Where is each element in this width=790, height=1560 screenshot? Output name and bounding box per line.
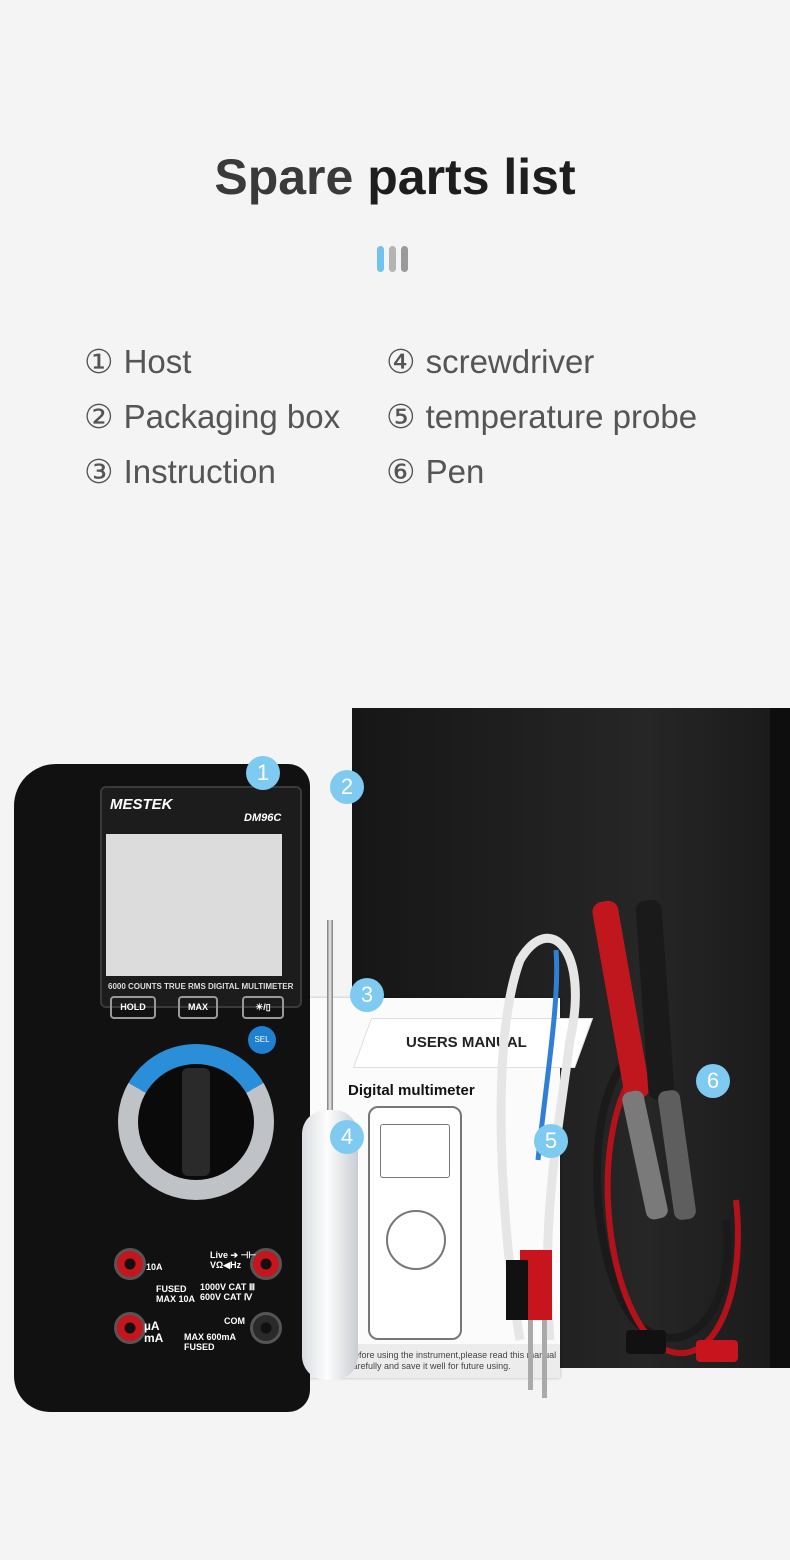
item-number: ④ — [386, 343, 416, 380]
jack-volt — [250, 1248, 282, 1280]
badge-5: 5 — [534, 1124, 568, 1158]
sel-button: SEL — [248, 1026, 276, 1054]
item-label: Pen — [425, 453, 485, 490]
badge-4: 4 — [330, 1120, 364, 1154]
item-number: ① — [84, 343, 114, 380]
title-part1: Spare — [214, 149, 354, 205]
item-number: ⑥ — [386, 453, 416, 490]
manual-meter-drawing — [368, 1106, 462, 1340]
lead-red-probe — [592, 900, 650, 1100]
item-label: screwdriver — [425, 343, 595, 380]
manual-drawing-screen — [380, 1124, 450, 1178]
spec-label: 6000 COUNTS TRUE RMS DIGITAL MULTIMETER — [108, 982, 294, 991]
item-number: ② — [84, 398, 114, 435]
item-label: Instruction — [123, 453, 276, 490]
instruction-manual: USERS MANUAL Digital multimeter Before u… — [290, 998, 594, 1378]
rotary-knob-grip — [182, 1068, 210, 1176]
decor-dot-1 — [377, 246, 384, 272]
probe-pin-1 — [528, 1320, 533, 1390]
item-number: ③ — [84, 453, 114, 490]
decor-dot-2 — [389, 246, 396, 272]
lcd-screen — [106, 834, 282, 976]
backlight-button: ☀/▯ — [242, 996, 284, 1019]
jack-com — [250, 1312, 282, 1344]
brand-logo: MESTEK — [110, 796, 173, 813]
multimeter-host: MESTEK DM96C 6000 COUNTS TRUE RMS DIGITA… — [14, 764, 310, 1412]
probe-pin-2 — [542, 1320, 547, 1398]
model-label: DM96C — [244, 812, 282, 824]
temperature-probe — [496, 933, 580, 1398]
manual-footer-text: Before using the instrument,please read … — [348, 1350, 557, 1371]
jack-10a — [114, 1248, 146, 1280]
title-part2: parts list — [367, 149, 576, 205]
lead-plug-black — [626, 1330, 666, 1354]
product-photo: USERS MANUAL Digital multimeter Before u… — [0, 680, 790, 1440]
label-fused-10a: FUSED MAX 10A — [156, 1284, 196, 1304]
hold-button: HOLD — [110, 996, 156, 1019]
lead-red-grip — [622, 1090, 668, 1220]
lead-plug-red — [696, 1340, 738, 1362]
title-decoration — [377, 246, 408, 272]
label-ua-ma: µA mA — [144, 1319, 164, 1345]
label-live: Live ➔ ⊣⊢ VΩ◀Hz — [210, 1250, 257, 1270]
lead-black-grip — [658, 1090, 696, 1220]
item-label: temperature probe — [425, 398, 698, 435]
label-cat: 1000V CAT Ⅲ 600V CAT Ⅳ — [200, 1282, 256, 1302]
item-label: Host — [123, 343, 192, 380]
item-label: Packaging box — [123, 398, 341, 435]
item-number: ⑤ — [386, 398, 416, 435]
probe-wire-white — [496, 933, 580, 1341]
screwdriver-handle — [302, 1110, 358, 1380]
manual-subtitle: Digital multimeter — [348, 1082, 475, 1099]
label-com: COM — [224, 1316, 245, 1326]
badge-6: 6 — [696, 1064, 730, 1098]
test-leads — [592, 900, 741, 1362]
manual-drawing-dial — [386, 1210, 446, 1270]
badge-3: 3 — [350, 978, 384, 1012]
label-10a: 10A — [146, 1262, 163, 1272]
decor-dot-3 — [401, 246, 408, 272]
lead-black-probe — [635, 900, 675, 1100]
max-button: MAX — [178, 996, 218, 1019]
screwdriver-shaft — [327, 920, 333, 1130]
label-fused-600: MAX 600mA FUSED — [184, 1332, 237, 1352]
probe-plug-black — [506, 1260, 528, 1320]
badge-1: 1 — [246, 756, 280, 790]
page-title: Spare parts list — [0, 148, 790, 206]
packaging-box-side — [770, 708, 790, 1368]
badge-2: 2 — [330, 770, 364, 804]
manual-title: USERS MANUAL — [406, 1034, 527, 1051]
jack-ma — [114, 1312, 146, 1344]
screwdriver — [296, 920, 366, 1390]
